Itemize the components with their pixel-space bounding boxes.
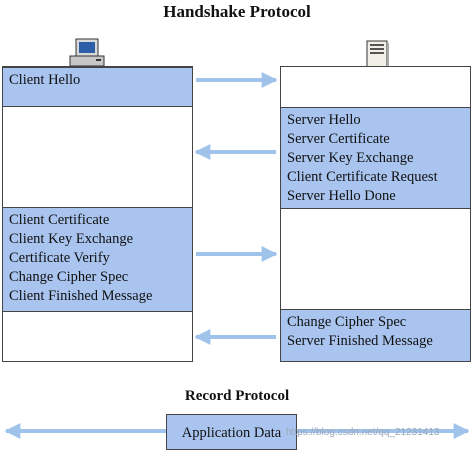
computer-icon — [69, 38, 105, 67]
application-data-box: Application Data — [166, 414, 297, 450]
client-hello-block: Client Hello — [3, 67, 192, 107]
client-certificate-request-label: Client Certificate Request — [287, 169, 438, 185]
handshake-title: Handshake Protocol — [163, 2, 311, 21]
server-hello-done-label: Server Hello Done — [287, 188, 396, 204]
server-column: Server Hello Server Certificate Server K… — [280, 66, 471, 362]
client-key-exchange-label: Client Key Exchange — [9, 231, 134, 247]
record-title: Record Protocol — [184, 388, 290, 404]
client-column: Client Hello Client Certificate Client K… — [2, 66, 193, 362]
client-key-exchange-block: Client Certificate Client Key Exchange C… — [3, 207, 192, 312]
certificate-verify-label: Certificate Verify — [9, 250, 110, 266]
client-certificate-label: Client Certificate — [9, 212, 110, 228]
server-hello-label: Server Hello — [287, 112, 361, 128]
server-finished-message-label: Server Finished Message — [287, 333, 433, 349]
client-hello-label: Client Hello — [9, 72, 81, 88]
watermark: https://blog.csdn.net/qq_21231413 — [286, 427, 440, 438]
application-data-label: Application Data — [181, 425, 282, 441]
server-hello-block: Server Hello Server Certificate Server K… — [281, 107, 470, 209]
client-change-cipher-spec-label: Change Cipher Spec — [9, 269, 129, 285]
server-key-exchange-label: Server Key Exchange — [287, 150, 414, 166]
server-certificate-label: Server Certificate — [287, 131, 390, 147]
client-finished-message-label: Client Finished Message — [9, 288, 153, 304]
server-change-cipher-spec-label: Change Cipher Spec — [287, 314, 407, 330]
server-finish-block: Change Cipher Spec Server Finished Messa… — [281, 309, 470, 361]
